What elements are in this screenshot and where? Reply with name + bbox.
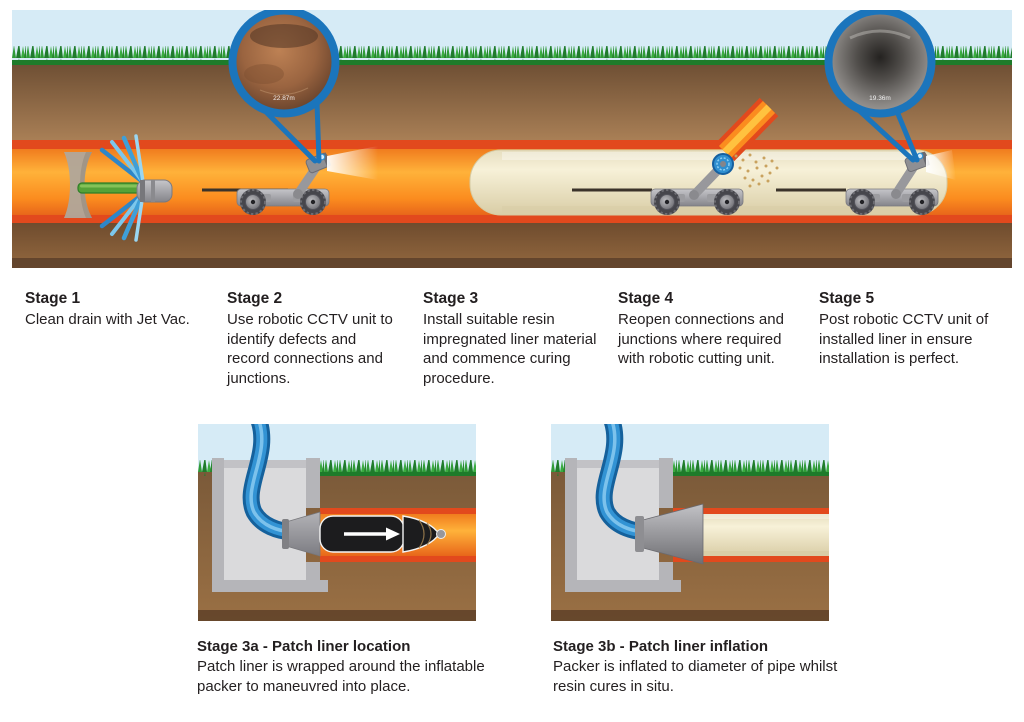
stage-3a-caption: Stage 3a - Patch liner location Patch li… [197,637,517,697]
stage-2-text: Stage 2 Use robotic CCTV unit to identif… [227,289,399,388]
stage-3a-illustration [198,424,476,621]
stage-4-text: Stage 4 Reopen connections and junctions… [618,289,808,369]
stage-1-text: Stage 1 Clean drain with Jet Vac. [25,289,225,330]
robot-arm [891,163,918,199]
stage-title: Stage 3 [423,290,479,307]
caption-title: Stage 3a - Patch liner location [197,638,411,655]
caption-description: Packer is inflated to diameter of pipe w… [553,658,838,695]
stage-title: Stage 5 [819,290,875,307]
camera-light-beam [926,150,956,180]
earth-bottom-strip [12,258,1012,268]
stage-description: Install suitable resin impregnated liner… [423,311,597,387]
stage-title: Stage 4 [618,290,674,307]
stage-3b-illustration [551,424,829,621]
stage-3-text: Stage 3 Install suitable resin impregnat… [423,289,618,388]
stage-description: Use robotic CCTV unit to identify defect… [227,311,393,387]
caption-description: Patch liner is wrapped around the inflat… [197,658,485,695]
inflated-packer [635,503,704,565]
stage-title: Stage 2 [227,290,283,307]
inflated-liner [701,514,829,556]
cutting-debris [734,153,779,188]
cctv-inset-after: 19.36m [824,10,936,163]
caption-title: Stage 3b - Patch liner inflation [553,638,769,655]
inset-ring [824,10,936,118]
packer-tip [436,529,446,539]
packer-with-patch-liner [282,511,446,557]
cctv-robot [202,146,378,216]
cctv-inset-before: 22.87m [228,10,340,164]
cutting-robot [572,97,779,216]
stage-description: Reopen connections and junctions where r… [618,311,784,367]
stage-5-text: Stage 5 Post robotic CCTV unit of instal… [819,289,1015,369]
stage-3b-caption: Stage 3b - Patch liner inflation Packer … [553,637,873,697]
robot-arm [689,164,724,200]
jet-vac-unit [64,134,173,242]
inset-ring [228,10,340,118]
direction-arrow [344,527,400,541]
inflation-hose [242,424,293,541]
cctv-distance-reading: 19.36m [869,95,891,102]
inflation-hose [595,424,646,541]
stage-description: Post robotic CCTV unit of installed line… [819,311,989,367]
cctv-distance-reading: 22.87m [273,95,295,102]
grass [551,460,567,476]
camera-light-beam [327,146,378,180]
main-scene-illustration: 22.87m 19.36m [12,10,1012,268]
grass [198,460,214,476]
stage-description: Clean drain with Jet Vac. [25,311,190,328]
packer-collar [635,516,644,552]
stage-title: Stage 1 [25,290,81,307]
